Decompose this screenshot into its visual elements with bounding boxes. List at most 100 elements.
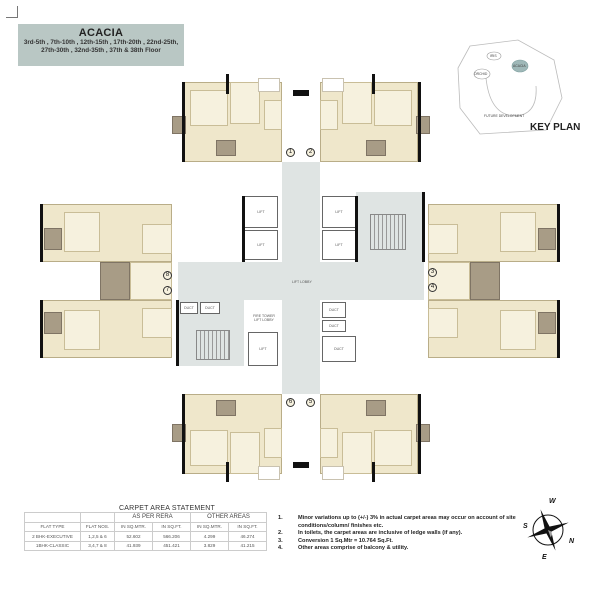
- keyplan-label-future: FUTURE DEVELOPMENT: [484, 114, 525, 118]
- living-room: [264, 428, 282, 458]
- flat-number-4: 4: [428, 283, 437, 292]
- duct-5: DUCT: [322, 336, 356, 362]
- wall: [40, 204, 43, 262]
- lift-5: LIFT: [248, 332, 278, 366]
- compass-e: E: [542, 554, 547, 561]
- flat-number-7: 7: [163, 286, 172, 295]
- toilet: [470, 262, 500, 300]
- wall: [355, 196, 358, 262]
- toilet: [538, 312, 556, 334]
- keyplan-title: KEY PLAN: [530, 122, 581, 133]
- flat-number-1: 1: [286, 148, 295, 157]
- wall: [372, 462, 375, 482]
- toilet: [366, 140, 386, 156]
- bedroom: [190, 90, 228, 126]
- group-header-other: OTHER AREAS: [190, 512, 267, 523]
- master-bedroom: [342, 432, 372, 474]
- wall: [182, 82, 185, 162]
- wall: [293, 462, 309, 468]
- living-room: [320, 428, 338, 458]
- living-room: [264, 100, 282, 130]
- compass-n: N: [569, 538, 575, 545]
- wall: [182, 394, 185, 474]
- wall: [557, 300, 560, 358]
- balcony: [322, 466, 344, 480]
- duct-3: DUCT: [322, 302, 346, 318]
- duct-1: DUCT: [180, 302, 198, 314]
- toilet: [216, 400, 236, 416]
- wall: [372, 74, 375, 94]
- wall: [176, 300, 179, 366]
- toilet: [216, 140, 236, 156]
- flat-number-6: 6: [286, 398, 295, 407]
- toilet: [538, 228, 556, 250]
- site-outline-icon: [457, 39, 563, 135]
- bedroom: [500, 212, 536, 252]
- wall: [422, 192, 425, 262]
- lift-3: LIFT: [322, 196, 356, 228]
- wall: [40, 300, 43, 358]
- flat-number-8: 8: [163, 271, 172, 280]
- wall: [226, 462, 229, 482]
- carpet-area-title: CARPET AREA STATEMENT: [119, 505, 215, 512]
- master-bedroom: [230, 82, 260, 124]
- key-plan: IRIS ORCHID ACACIA FUTURE DEVELOPMENT KE…: [450, 38, 581, 138]
- note-item: 3.Conversion 1 Sq.Mtr = 10.764 Sq.Ft.: [278, 537, 393, 544]
- wall: [242, 196, 245, 262]
- keyplan-label-orchid: ORCHID: [474, 72, 488, 76]
- bedroom: [64, 310, 100, 350]
- building-name: ACACIA: [78, 27, 124, 39]
- staircase-right: [370, 214, 406, 250]
- lift-lobby-label: LIFT LOBBY: [292, 280, 312, 284]
- wall: [418, 394, 421, 474]
- floors-line-2: 27th-30th , 32nd-35th , 37th & 38th Floo…: [41, 47, 161, 54]
- living-room: [428, 308, 458, 338]
- compass-rose-icon: W S N E: [518, 498, 578, 561]
- compass-w: W: [549, 498, 556, 505]
- lift-4: LIFT: [322, 230, 356, 260]
- bedroom: [64, 212, 100, 252]
- toilet: [44, 228, 62, 250]
- toilet: [44, 312, 62, 334]
- note-item: 1.Minor variations up to (+/-) 3% in act…: [278, 515, 516, 529]
- staircase-left: [196, 330, 230, 360]
- lift-lobby: [178, 262, 424, 300]
- living-room: [142, 308, 172, 338]
- wall: [226, 74, 229, 94]
- note-item: 4.Other areas comprise of balcony & util…: [278, 545, 409, 552]
- flat-number-5: 5: [306, 398, 315, 407]
- wall: [557, 204, 560, 262]
- lift-1: LIFT: [244, 196, 278, 228]
- toilet: [366, 400, 386, 416]
- bedroom: [190, 430, 228, 466]
- keyplan-label-iris: IRIS: [490, 54, 497, 58]
- table-header-row: FLAT TYPE FLAT NOS. IN SQ.MTR. IN SQ.FT.…: [24, 521, 267, 532]
- carpet-area-table: AS PER RERA OTHER AREAS FLAT TYPE FLAT N…: [24, 512, 267, 551]
- duct-2: DUCT: [200, 302, 220, 314]
- fire-lobby-label: FIRE TOWER LIFT LOBBY: [253, 314, 275, 322]
- title-block: ACACIA 3rd-5th , 7th-10th , 12th-15th , …: [18, 24, 184, 66]
- duct-4: DUCT: [322, 320, 346, 332]
- balcony: [258, 466, 280, 480]
- balcony: [258, 78, 280, 92]
- living-room: [320, 100, 338, 130]
- compass-s: S: [523, 523, 528, 530]
- living-room: [142, 224, 172, 254]
- floors-line-1: 3rd-5th , 7th-10th , 12th-15th , 17th-20…: [23, 39, 179, 46]
- balcony: [322, 78, 344, 92]
- keyplan-label-acacia: ACACIA: [513, 64, 526, 68]
- bedroom: [500, 310, 536, 350]
- flat-number-2: 2: [306, 148, 315, 157]
- flat-number-3: 3: [428, 268, 437, 277]
- lift-2: LIFT: [244, 230, 278, 260]
- toilet: [100, 262, 130, 300]
- crop-mark: [6, 6, 18, 18]
- master-bedroom: [230, 432, 260, 474]
- master-bedroom: [342, 82, 372, 124]
- bedroom: [374, 430, 412, 466]
- note-item: 2.In toilets, the carpet areas are inclu…: [278, 530, 463, 537]
- wall: [293, 90, 309, 96]
- bedroom: [374, 90, 412, 126]
